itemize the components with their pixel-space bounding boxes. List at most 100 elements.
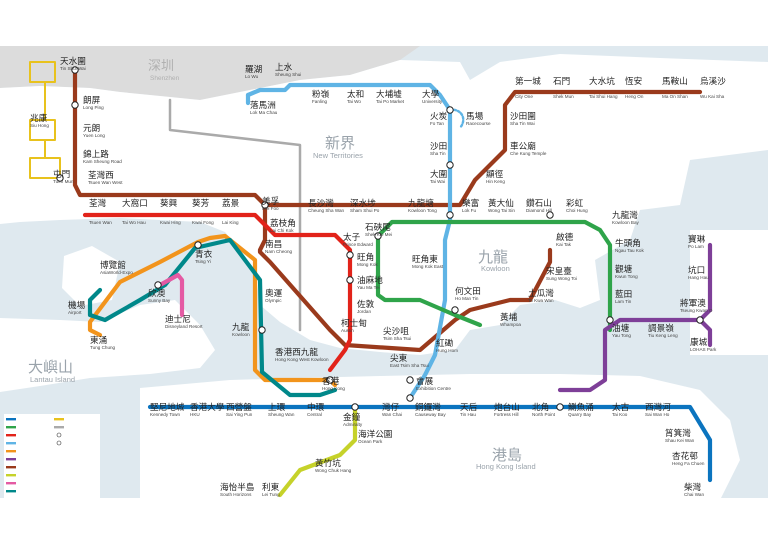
station-label[interactable]: 烏溪沙 bbox=[700, 75, 726, 87]
station-label[interactable]: 東涌 bbox=[90, 334, 107, 346]
station-label[interactable]: 旺角 bbox=[357, 251, 374, 263]
station-marker[interactable] bbox=[556, 403, 564, 411]
station-label[interactable]: 油塘 bbox=[612, 322, 630, 334]
station-label[interactable]: 杏花邨 bbox=[672, 450, 698, 462]
station-label[interactable]: 會展 bbox=[416, 375, 434, 387]
station-label[interactable]: 落馬洲 bbox=[250, 99, 276, 111]
station-label[interactable]: 羅湖 bbox=[245, 64, 262, 75]
station-label[interactable]: 欣澳 bbox=[148, 287, 166, 299]
station-marker[interactable] bbox=[451, 306, 459, 314]
station-label[interactable]: 上環 bbox=[268, 402, 286, 413]
station-label[interactable]: 佐敦 bbox=[357, 298, 375, 310]
station-label[interactable]: 迪士尼 bbox=[165, 313, 191, 325]
station-label[interactable]: 南昌 bbox=[265, 238, 282, 250]
station-label[interactable]: 馬鞍山 bbox=[662, 75, 688, 87]
station-label[interactable]: 奧運 bbox=[265, 287, 283, 299]
station-label[interactable]: 利東 bbox=[262, 481, 280, 493]
station-label[interactable]: 石門 bbox=[553, 76, 570, 87]
station-label[interactable]: 機場 bbox=[68, 299, 86, 311]
station-marker[interactable] bbox=[194, 241, 202, 249]
station-label[interactable]: 荔景 bbox=[222, 197, 240, 209]
station-label[interactable]: 朗屏 bbox=[83, 94, 101, 106]
station-label[interactable]: 彩虹 bbox=[566, 198, 584, 209]
station-marker[interactable] bbox=[71, 66, 79, 74]
station-label[interactable]: 顯徑 bbox=[486, 168, 504, 180]
station-label[interactable]: 柯士甸 bbox=[341, 317, 367, 329]
station-label[interactable]: 柴灣 bbox=[684, 481, 702, 493]
station-label[interactable]: 灣仔 bbox=[382, 401, 400, 413]
station-label[interactable]: 天水圍 bbox=[60, 55, 86, 67]
station-label[interactable]: 大圍 bbox=[430, 168, 447, 180]
station-label[interactable]: 宋皇臺 bbox=[546, 265, 572, 277]
station-label[interactable]: 海洋公園 bbox=[358, 428, 392, 440]
station-label[interactable]: 沙田圍 bbox=[510, 111, 536, 122]
station-marker[interactable] bbox=[346, 276, 354, 284]
station-label[interactable]: 天后 bbox=[460, 402, 478, 413]
station-marker[interactable] bbox=[406, 394, 414, 402]
station-label[interactable]: 銅鑼灣 bbox=[415, 401, 441, 413]
station-label[interactable]: 何文田 bbox=[455, 285, 481, 297]
station-label[interactable]: 大窩口 bbox=[122, 197, 148, 209]
station-label[interactable]: 馬場 bbox=[466, 110, 484, 122]
station-marker[interactable] bbox=[696, 316, 704, 324]
station-label[interactable]: 尖沙咀 bbox=[383, 325, 409, 337]
station-label[interactable]: 寶琳 bbox=[688, 233, 706, 245]
station-label[interactable]: 粉嶺 bbox=[312, 88, 330, 100]
station-label[interactable]: 調景嶺 bbox=[648, 322, 674, 334]
station-label[interactable]: 將軍澳 bbox=[680, 297, 706, 309]
station-label[interactable]: 香港西九龍 bbox=[275, 346, 318, 358]
station-label[interactable]: 大水坑 bbox=[589, 75, 615, 87]
station-label[interactable]: 太子 bbox=[343, 231, 361, 243]
station-label[interactable]: 香港 bbox=[322, 375, 340, 387]
station-label[interactable]: 油麻地 bbox=[357, 274, 383, 286]
station-label[interactable]: 火炭 bbox=[430, 111, 448, 122]
station-marker[interactable] bbox=[446, 211, 454, 219]
station-label[interactable]: 黃大仙 bbox=[488, 197, 514, 209]
station-label[interactable]: 康城 bbox=[690, 336, 708, 348]
station-label[interactable]: 沙田 bbox=[430, 141, 447, 152]
station-label[interactable]: 旺角東 bbox=[412, 253, 438, 265]
station-label[interactable]: 荔枝角 bbox=[270, 217, 296, 229]
station-label[interactable]: 鑽石山 bbox=[526, 197, 552, 209]
station-marker[interactable] bbox=[606, 316, 614, 324]
station-label[interactable]: 葵興 bbox=[160, 197, 178, 209]
station-label[interactable]: 九龍塘 bbox=[408, 197, 434, 209]
station-marker[interactable] bbox=[154, 281, 162, 289]
station-label[interactable]: 黃竹坑 bbox=[315, 457, 341, 469]
station-label[interactable]: 西灣河 bbox=[645, 401, 671, 413]
station-label[interactable]: 坑口 bbox=[688, 264, 705, 276]
station-label[interactable]: 元朗 bbox=[83, 122, 100, 134]
station-label[interactable]: 海怡半島 bbox=[220, 481, 255, 493]
station-label[interactable]: 荃灣西 bbox=[88, 169, 114, 181]
station-label[interactable]: 葵芳 bbox=[192, 197, 210, 209]
station-label[interactable]: 博覽館 bbox=[100, 259, 126, 271]
station-label[interactable]: 恆安 bbox=[625, 75, 643, 87]
station-label[interactable]: 兆康 bbox=[30, 112, 48, 124]
station-label[interactable]: 中環 bbox=[307, 401, 325, 413]
station-marker[interactable] bbox=[346, 251, 354, 259]
station-label[interactable]: 荃灣 bbox=[89, 197, 107, 209]
station-label[interactable]: 香港大學 bbox=[190, 401, 225, 413]
station-label[interactable]: 炮台山 bbox=[494, 401, 520, 413]
station-marker[interactable] bbox=[351, 403, 359, 411]
station-label[interactable]: 上水 bbox=[275, 61, 293, 73]
station-label[interactable]: 黃埔 bbox=[500, 311, 518, 323]
station-label[interactable]: 觀塘 bbox=[615, 263, 633, 275]
station-marker[interactable] bbox=[56, 174, 64, 182]
station-label[interactable]: 屯門 bbox=[53, 168, 70, 180]
station-marker[interactable] bbox=[261, 201, 269, 209]
station-label[interactable]: 車公廟 bbox=[510, 140, 536, 152]
station-label[interactable]: 大學 bbox=[422, 88, 440, 100]
station-label[interactable]: 長沙灣 bbox=[308, 197, 334, 209]
station-label[interactable]: 西營盤 bbox=[226, 401, 252, 413]
station-label[interactable]: 深水埗 bbox=[350, 197, 376, 209]
station-marker[interactable] bbox=[326, 376, 334, 384]
station-marker[interactable] bbox=[258, 326, 266, 334]
station-label[interactable]: 北角 bbox=[532, 401, 549, 413]
station-label[interactable]: 九龍 bbox=[232, 321, 250, 333]
station-label[interactable]: 藍田 bbox=[615, 288, 632, 300]
station-label[interactable]: 紅磡 bbox=[436, 337, 454, 349]
station-marker[interactable] bbox=[374, 232, 382, 240]
station-label[interactable]: 筲箕灣 bbox=[665, 427, 691, 439]
station-label[interactable]: 樂富 bbox=[462, 197, 479, 209]
